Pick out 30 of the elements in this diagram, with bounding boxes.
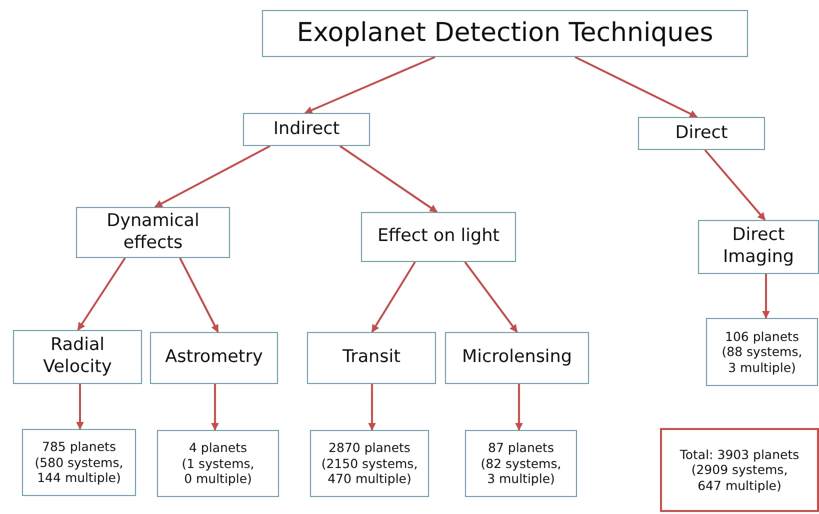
arrow (574, 56, 698, 118)
arrow (339, 145, 438, 213)
arrow (304, 56, 436, 114)
category-box: Indirect (243, 113, 370, 146)
count-box: 106 planets (88 systems, 3 multiple) (706, 318, 818, 386)
category-box: Radial Velocity (13, 330, 142, 384)
category-box: Direct Imaging (698, 220, 819, 274)
arrow (515, 384, 523, 431)
arrow (704, 149, 766, 221)
arrow (179, 258, 219, 333)
title-box: Exoplanet Detection Techniques (262, 10, 748, 57)
arrow (762, 274, 770, 319)
arrow (154, 145, 270, 208)
category-box: Dynamical effects (76, 207, 230, 258)
category-box: Transit (307, 332, 436, 384)
arrow (368, 384, 376, 431)
category-box: Microlensing (445, 332, 589, 384)
category-box: Direct (638, 117, 765, 150)
category-box: Astrometry (150, 332, 278, 384)
arrow (211, 384, 219, 431)
count-box: 2870 planets (2150 systems, 470 multiple) (310, 430, 429, 497)
arrow (371, 261, 416, 333)
arrow (464, 261, 518, 333)
arrow (77, 257, 126, 331)
arrow (76, 384, 84, 430)
category-box: Effect on light (361, 212, 516, 262)
total-box: Total: 3903 planets (2909 systems, 647 multiple) (660, 428, 819, 512)
count-box: 4 planets (1 systems, 0 multiple) (157, 430, 279, 497)
count-box: 785 planets (580 systems, 144 multiple) (22, 429, 136, 496)
count-box: 87 planets (82 systems, 3 multiple) (465, 430, 577, 497)
